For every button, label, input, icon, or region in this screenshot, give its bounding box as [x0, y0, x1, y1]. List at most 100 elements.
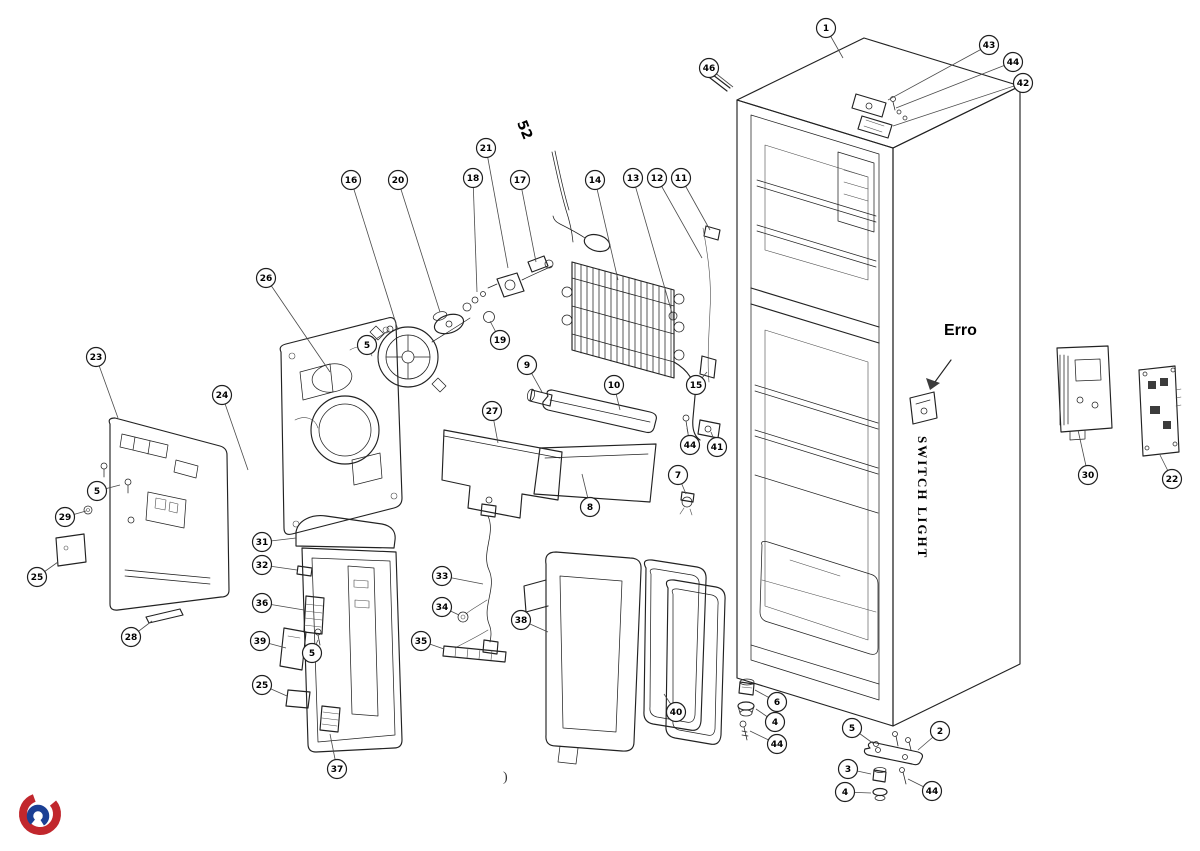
callout-39: 39 — [249, 630, 287, 652]
callout-23: 23 — [85, 346, 119, 419]
svg-text:23: 23 — [90, 353, 103, 363]
svg-text:9: 9 — [524, 361, 530, 371]
svg-text:25: 25 — [256, 681, 269, 691]
callout-15: 15 — [685, 371, 708, 396]
callout-20: 20 — [387, 169, 441, 313]
left-small-parts — [55, 462, 184, 624]
wiring-harness — [442, 496, 507, 663]
svg-text:3: 3 — [845, 765, 851, 775]
svg-text:36: 36 — [256, 599, 269, 609]
svg-text:37: 37 — [331, 765, 344, 775]
svg-text:5: 5 — [849, 724, 855, 734]
svg-text:16: 16 — [345, 176, 358, 186]
svg-text:19: 19 — [494, 336, 507, 346]
callout-44: 44 — [679, 427, 701, 456]
evaporator-cover — [523, 551, 642, 765]
svg-text:31: 31 — [256, 538, 269, 548]
svg-text:13: 13 — [627, 174, 640, 184]
rear-access-panel — [108, 417, 230, 611]
fan-motor — [487, 255, 554, 298]
callout-3: 3 — [837, 758, 872, 780]
door-gaskets — [643, 559, 726, 745]
svg-text:8: 8 — [587, 503, 593, 513]
svg-text:44: 44 — [1007, 58, 1020, 68]
tube-and-clamps — [668, 225, 721, 383]
erro-label: Erro — [944, 322, 977, 339]
svg-text:10: 10 — [608, 381, 621, 391]
callout-18: 18 — [462, 167, 484, 293]
callout-41: 41 — [706, 431, 728, 458]
callout-30: 30 — [1077, 429, 1099, 486]
callout-8: 8 — [579, 473, 601, 518]
callout-7: 7 — [667, 464, 689, 495]
callout-46: 46 — [698, 57, 734, 88]
callout-22: 22 — [1159, 454, 1183, 490]
callout-5: 5 — [86, 480, 121, 502]
callout-1: 1 — [815, 17, 844, 59]
svg-text:32: 32 — [256, 561, 269, 571]
fan-blade — [432, 291, 495, 335]
svg-text:20: 20 — [392, 176, 405, 186]
refrigerator-cabinet — [736, 37, 1021, 727]
callout-21: 21 — [475, 137, 509, 269]
callout-10: 10 — [603, 374, 625, 411]
svg-text:44: 44 — [926, 787, 939, 797]
callout-35: 35 — [410, 630, 445, 652]
callout-25: 25 — [251, 674, 288, 697]
light-switch — [909, 391, 938, 425]
svg-text:2: 2 — [937, 727, 943, 737]
callout-37: 37 — [326, 733, 348, 780]
callout-17: 17 — [509, 169, 537, 263]
callout-9: 9 — [516, 354, 543, 393]
callout-40: 40 — [663, 693, 687, 723]
callout-34: 34 — [431, 596, 460, 618]
callout-19: 19 — [489, 320, 511, 351]
callout-42: 42 — [892, 72, 1034, 127]
bottom-fasteners — [737, 678, 924, 801]
svg-text:35: 35 — [415, 637, 428, 647]
bottom-mark: ) — [503, 770, 508, 785]
callout-28: 28 — [120, 620, 153, 648]
callout-26: 26 — [255, 267, 331, 373]
switch-light-label: SWITCH LIGHT — [915, 436, 930, 560]
callout-29: 29 — [54, 506, 87, 528]
svg-text:11: 11 — [675, 174, 688, 184]
callout-13: 13 — [622, 167, 673, 314]
svg-text:21: 21 — [480, 144, 493, 154]
svg-text:44: 44 — [684, 441, 697, 451]
svg-text:17: 17 — [514, 176, 527, 186]
svg-text:22: 22 — [1166, 475, 1179, 485]
svg-text:5: 5 — [309, 649, 315, 659]
svg-text:30: 30 — [1082, 471, 1095, 481]
svg-text:14: 14 — [589, 176, 602, 186]
callout-43: 43 — [887, 34, 1000, 101]
svg-text:24: 24 — [216, 391, 229, 401]
callout-25: 25 — [26, 561, 59, 588]
erro-arrow — [926, 359, 952, 390]
callout-44: 44 — [907, 778, 943, 802]
capillary-tube — [551, 150, 574, 243]
callout-24: 24 — [211, 384, 249, 471]
svg-text:33: 33 — [436, 572, 449, 582]
svg-text:4: 4 — [842, 788, 848, 798]
callout-44: 44 — [895, 51, 1024, 109]
callout-5: 5 — [356, 330, 389, 356]
svg-text:40: 40 — [670, 708, 683, 718]
callout-12: 12 — [646, 167, 703, 259]
svg-text:7: 7 — [675, 471, 681, 481]
callout-2: 2 — [917, 720, 951, 751]
pcb-module — [1138, 365, 1182, 457]
svg-text:27: 27 — [486, 407, 499, 417]
fan-shroud — [369, 317, 471, 393]
evaporator-coil — [552, 215, 701, 441]
svg-text:18: 18 — [467, 174, 480, 184]
svg-text:4: 4 — [772, 718, 778, 728]
callout-32: 32 — [251, 554, 298, 576]
top-hinge-parts — [851, 93, 908, 139]
svg-text:5: 5 — [364, 341, 370, 351]
svg-text:1: 1 — [823, 24, 829, 34]
svg-text:44: 44 — [771, 740, 784, 750]
